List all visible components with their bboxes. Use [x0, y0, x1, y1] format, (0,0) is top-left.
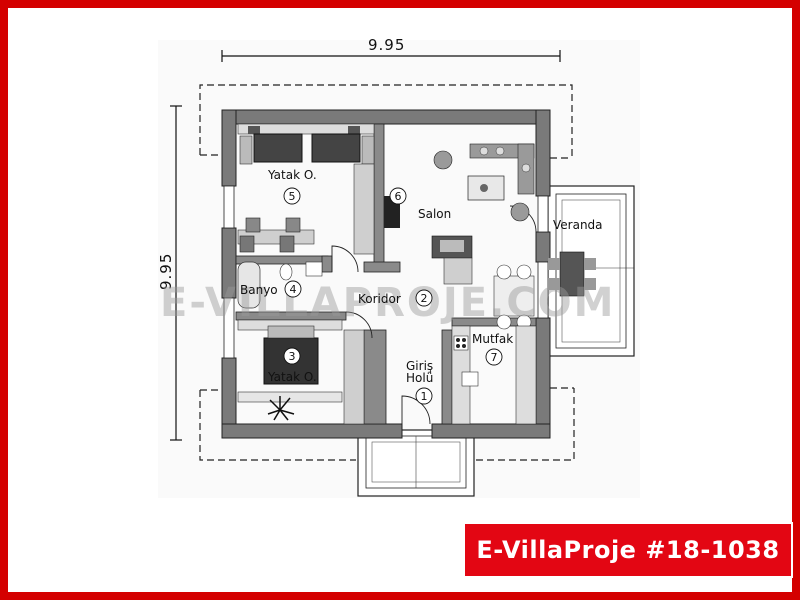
plant-icon [267, 396, 295, 421]
interior-walls [235, 123, 537, 425]
room-2-number: 2 [421, 292, 428, 305]
salon-furniture [384, 143, 535, 285]
room-6-number: 6 [395, 190, 402, 203]
room-3-number: 3 [289, 350, 296, 363]
kitchen-fixtures [451, 325, 537, 425]
entrance-stairs [357, 429, 475, 497]
height-dimension: 9.95 [157, 253, 175, 290]
room-6-label: Salon [418, 207, 451, 221]
page-frame: 9.95 9.95 [8, 8, 792, 592]
exterior-walls [221, 109, 551, 439]
room-5-number: 5 [289, 190, 296, 203]
veranda-label: Veranda [553, 218, 603, 232]
room-4-number: 4 [290, 283, 297, 296]
room-7-number: 7 [491, 351, 498, 364]
room-7-label: Mutfak [472, 332, 513, 346]
roof-outline [199, 84, 575, 461]
bedroom-5-furniture [237, 123, 375, 255]
room-1-number: 1 [421, 390, 428, 403]
bathroom-fixtures [237, 261, 323, 309]
veranda-furniture [548, 251, 596, 297]
floor-plan: 9.95 9.95 [157, 36, 640, 498]
dimension-left [170, 105, 182, 441]
room-4-label: Banyo [240, 283, 278, 297]
room-3-label: Yatak O. [267, 370, 317, 384]
project-title: E-VillaProje #18-1038 [463, 522, 793, 578]
room-2-label: Koridor [358, 292, 401, 306]
windows [223, 185, 549, 359]
dimension-top [221, 50, 561, 62]
room-number-circles [283, 187, 503, 405]
dining-set [493, 264, 535, 330]
room-5-label: Yatak O. [267, 168, 317, 182]
room-1-label-line2: Holü [406, 371, 433, 385]
room-numbers: 1 2 3 4 5 6 7 [289, 190, 498, 403]
bedroom-3-furniture [237, 319, 365, 425]
room-1-label-line1: Giriş [406, 359, 433, 373]
width-dimension: 9.95 [368, 36, 405, 54]
watermark: E-VILLAPROJE.COM [160, 280, 615, 326]
